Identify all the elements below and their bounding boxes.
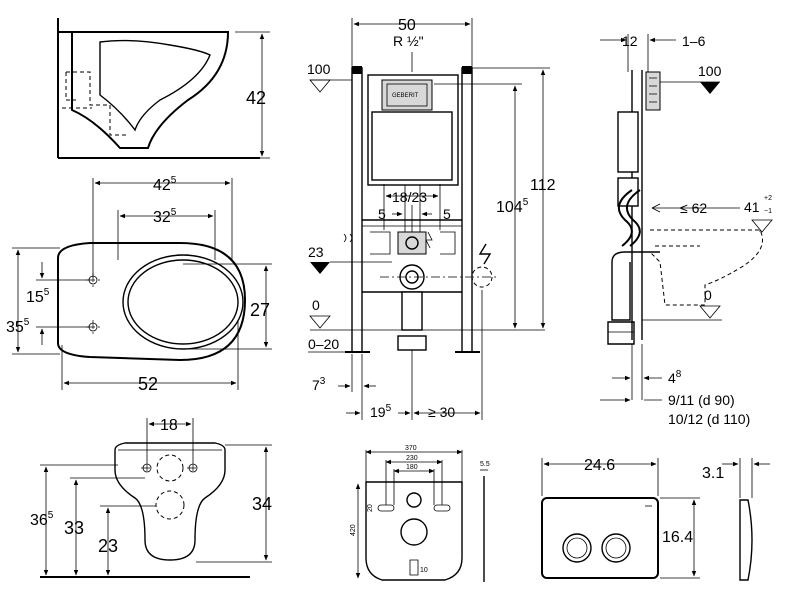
flush-plate-view: 24.6 16.4 3.1 <box>541 457 770 581</box>
side-wall-offset: 48 <box>668 369 682 386</box>
bowl-top-outer-span: 425 <box>153 175 177 194</box>
sound-mat-view: 370 230 180 420 20 10 5.5 <box>350 445 490 582</box>
bowl-front-width: 18 <box>160 417 178 434</box>
plate-height: 16.4 <box>662 529 693 546</box>
mat-bolt-spacing: 180 <box>406 464 418 471</box>
side-level-floor: 0 <box>704 287 712 303</box>
mat-slot: 10 <box>420 567 428 574</box>
side-pan-height: 41 <box>744 199 760 215</box>
frame-thread-label: R ½" <box>393 33 424 49</box>
frame-brand-label: GEBERIT <box>392 93 419 99</box>
frame-level-top: 100 <box>307 61 331 77</box>
frame-level-floor: 0 <box>312 297 320 313</box>
side-pan-tol-plus: +2 <box>764 195 772 202</box>
frame-level-inlet: 23 <box>308 244 324 260</box>
bowl-front-hole-height: 33 <box>64 518 84 538</box>
bowl-front-height: 34 <box>252 494 272 514</box>
frame-offset-left: 5 <box>378 206 386 222</box>
frame-width-label: 50 <box>398 17 416 34</box>
mat-width: 370 <box>405 445 417 452</box>
bowl-side-view: 42 <box>57 18 270 159</box>
frame-foot-offset: 73 <box>312 376 326 393</box>
plate-width: 24.6 <box>584 457 615 474</box>
side-depth-label: 12 <box>622 33 638 49</box>
bowl-top-hole-offset: 155 <box>26 287 50 306</box>
side-level-top: 100 <box>698 63 722 79</box>
frame-offset-right: 5 <box>443 206 451 222</box>
mat-height: 420 <box>350 524 357 536</box>
side-pipe-d90: 9/11 (d 90) <box>668 392 735 408</box>
frame-bolt-spacing: 18/23 <box>392 189 427 205</box>
bowl-top-total-width: 355 <box>6 317 30 336</box>
plate-depth: 3.1 <box>702 465 724 482</box>
frame-height-pan: 1045 <box>496 197 529 216</box>
side-depth-range: 1–6 <box>682 33 706 49</box>
frame-front-view: 50 R ½" 100 GEBERIT 18/23 5 5 <box>307 17 556 420</box>
side-reach-label: ≤ 62 <box>680 200 707 216</box>
bowl-front-inlet-height: 23 <box>98 536 118 556</box>
mat-hole-dia: 20 <box>367 504 374 512</box>
bowl-top-inner-span: 325 <box>153 207 177 226</box>
bowl-top-length: 52 <box>138 374 158 394</box>
bowl-front-height-total: 365 <box>30 510 54 529</box>
frame-min-clearance: ≥ 30 <box>428 404 455 420</box>
frame-pipe-offset: 195 <box>370 403 392 420</box>
bowl-top-view: 425 325 155 355 27 52 <box>6 175 272 394</box>
frame-height-total: 112 <box>530 177 556 194</box>
mat-inner-width: 230 <box>406 455 418 462</box>
side-pipe-d110: 10/12 (d 110) <box>668 411 750 427</box>
bowl-top-seat-height: 27 <box>250 300 270 320</box>
mat-thickness: 5.5 <box>480 461 490 468</box>
bowl-side-height-label: 42 <box>246 88 266 108</box>
frame-side-view: 12 1–6 100 ≤ 62 41 +2 −1 0 <box>600 33 773 427</box>
frame-floor-range: 0–20 <box>308 336 339 352</box>
side-pan-tol-minus: −1 <box>764 208 772 215</box>
bowl-front-view: 18 34 365 33 23 <box>30 417 272 578</box>
